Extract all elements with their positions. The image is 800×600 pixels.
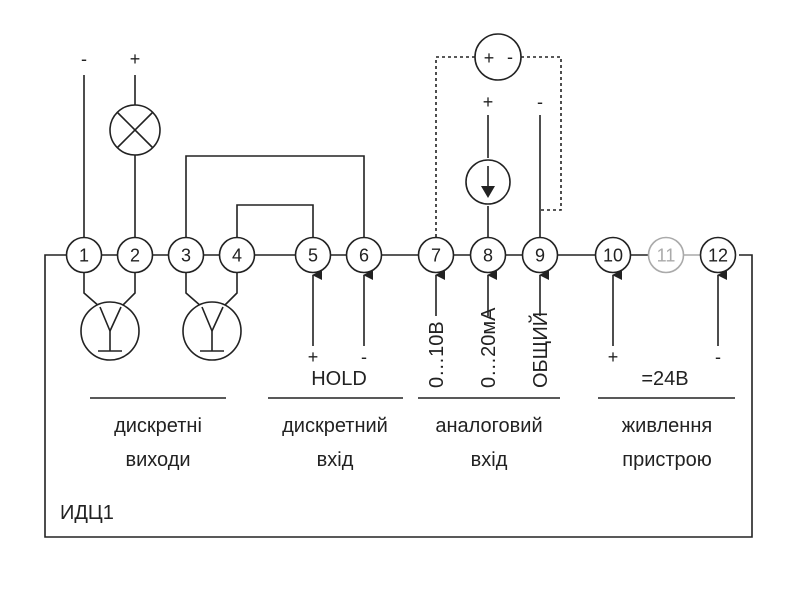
- terminal-number: 9: [535, 246, 545, 266]
- terminal-9: 9: [521, 236, 559, 274]
- lamp-wiring: - +: [81, 49, 161, 237]
- discrete-outputs-label-1: дискретні: [114, 415, 202, 437]
- battery-plus: +: [484, 48, 495, 68]
- transistor-1: [80, 273, 140, 361]
- power-supply-label-2: пристрою: [622, 449, 712, 471]
- terminal-4: 4: [218, 236, 256, 274]
- terminal-circle: [116, 236, 154, 274]
- terminal-2: 2: [116, 236, 154, 274]
- terminal-number: 8: [483, 246, 493, 266]
- terminal-number: 1: [79, 246, 89, 266]
- terminal-circle: [345, 236, 383, 274]
- terminal-number: 5: [308, 246, 318, 266]
- battery-icon: [474, 33, 522, 81]
- terminal-2-sign: +: [130, 49, 141, 69]
- terminal-7: 7: [417, 236, 455, 274]
- analog-common-label: ОБЩИЙ: [528, 312, 552, 388]
- battery-minus: -: [507, 47, 513, 67]
- power-voltage-label: =24В: [641, 368, 688, 390]
- terminal-circle: [594, 236, 632, 274]
- current-source-plus: +: [483, 92, 494, 112]
- terminal-number: 7: [431, 246, 441, 266]
- terminal-circle: [294, 236, 332, 274]
- jumper-3-6: [185, 155, 365, 237]
- power-minus: -: [715, 347, 721, 367]
- terminal-circle: [469, 236, 507, 274]
- device-enclosure: [44, 254, 753, 538]
- terminal-1: 1: [65, 236, 103, 274]
- terminal-circle: [521, 236, 559, 274]
- terminal-circle: [167, 236, 205, 274]
- hold-plus: +: [308, 347, 319, 367]
- transistor-2: [182, 273, 242, 361]
- hold-minus: -: [361, 347, 367, 367]
- jumper-4-5: [236, 204, 314, 237]
- lamp-icon: [109, 104, 161, 156]
- terminal-3: 3: [167, 236, 205, 274]
- device-name: ИДЦ1: [60, 502, 114, 524]
- power-supply-label-1: живлення: [622, 415, 712, 437]
- terminal-number: 12: [708, 246, 728, 266]
- current-source-minus: -: [537, 92, 543, 112]
- terminal-number: 2: [130, 246, 140, 266]
- terminal-number: 11: [657, 246, 676, 266]
- hold-input: + - HOLD: [308, 270, 373, 390]
- terminal-1-sign: -: [81, 49, 87, 69]
- terminal-10: 10: [594, 236, 632, 274]
- terminal-circle: [65, 236, 103, 274]
- analog-input-label-1: аналоговий: [435, 415, 542, 437]
- analog-input-label-2: вхід: [471, 449, 508, 471]
- discrete-input-label-2: вхід: [317, 449, 354, 471]
- terminal-5: 5: [294, 236, 332, 274]
- discrete-outputs-label-2: виходи: [125, 449, 190, 471]
- terminal-6: 6: [345, 236, 383, 274]
- current-source: + -: [465, 92, 543, 237]
- power-plus: +: [608, 347, 619, 367]
- discrete-input-label-1: дискретний: [282, 415, 388, 437]
- terminal-number: 10: [603, 246, 623, 266]
- terminal-circle: [417, 236, 455, 274]
- hold-label: HOLD: [311, 368, 367, 390]
- terminal-8: 8: [469, 236, 507, 274]
- terminal-11: 11: [647, 236, 685, 274]
- analog-voltage-label: 0…10В: [426, 321, 448, 388]
- power-input: + - =24В: [608, 270, 727, 390]
- group-labels: дискретні виходи дискретний вхід аналого…: [114, 415, 712, 471]
- terminal-number: 3: [181, 246, 191, 266]
- analog-current-label: 0…20мА: [478, 307, 500, 388]
- terminal-number: 6: [359, 246, 369, 266]
- terminal-number: 4: [232, 246, 242, 266]
- terminal-circle: [218, 236, 256, 274]
- terminal-circle: [699, 236, 737, 274]
- terminal-12: 12: [699, 236, 737, 274]
- analog-input-arrows: 0…10В 0…20мА ОБЩИЙ: [426, 270, 552, 388]
- terminal-circle: [647, 236, 685, 274]
- voltage-source-loop: + -: [435, 33, 562, 237]
